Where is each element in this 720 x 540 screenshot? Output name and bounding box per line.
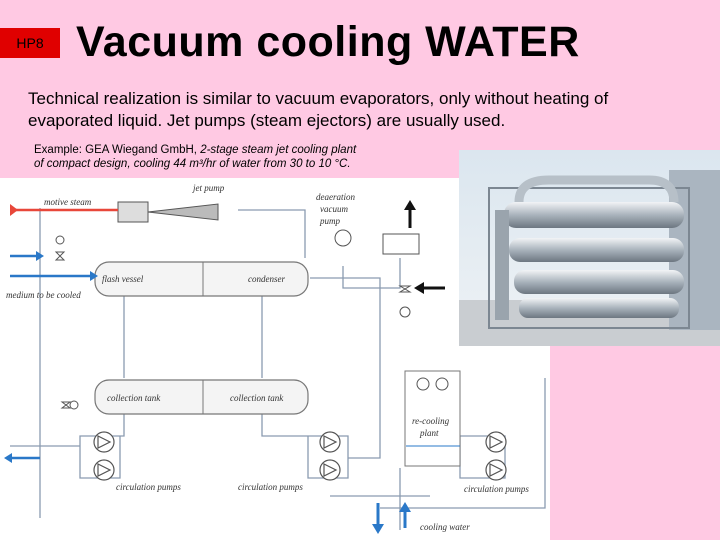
deaeration-label-2: vacuum	[320, 204, 348, 214]
slide-number-badge: HP8	[0, 28, 60, 58]
circulation-pump-group-2	[319, 431, 341, 481]
motive-steam-arrow	[10, 204, 18, 216]
circulation-pumps-label-3: circulation pumps	[464, 484, 529, 494]
jet-pump-body	[117, 201, 149, 223]
valve-symbols	[54, 235, 412, 410]
inlet-arrow-1	[36, 251, 44, 261]
caption-italic-line-2: of compact design, cooling 44 m³/hr of w…	[34, 158, 351, 170]
photo-vessel-3	[514, 270, 684, 294]
vacuum-pump-icon	[334, 229, 352, 247]
cooling-water-label: cooling water	[420, 522, 470, 532]
photo-top-pipe	[514, 175, 679, 203]
collection-tanks-shell	[94, 379, 309, 415]
photo-frame-structure	[488, 187, 690, 329]
plant-photograph	[459, 150, 720, 346]
jet-pump-diffuser	[147, 203, 219, 221]
motive-steam-label: motive steam	[44, 197, 92, 207]
medium-to-be-cooled-label: medium to be cooled	[6, 290, 81, 300]
figure-caption: Example: GEA Wiegand GmbH, 2-stage steam…	[34, 143, 454, 171]
collection-tank-label-2: collection tank	[230, 393, 284, 403]
caption-italic-line-1: 2-stage steam jet cooling plant	[200, 144, 357, 156]
inlet-arrow-2	[90, 271, 98, 281]
recooling-label-1: re-cooling	[412, 416, 450, 426]
circulation-pumps-label-2: circulation pumps	[238, 482, 303, 492]
cooling-water-out-arrow	[399, 502, 411, 512]
photo-vessel-2	[509, 238, 684, 262]
deaeration-label-1: deaeration	[316, 192, 355, 202]
flash-vessel-condenser-shell	[94, 261, 309, 297]
slide-body-text: Technical realization is similar to vacu…	[28, 89, 609, 130]
cooling-water-in-arrow	[372, 524, 384, 534]
circulation-pump-group-3	[485, 431, 507, 481]
photo-vessel-4	[519, 298, 679, 318]
outlet-arrow	[4, 453, 12, 463]
vapor-out-arrow	[404, 200, 416, 210]
flash-vessel-label: flash vessel	[102, 274, 144, 284]
recooling-plant-box	[404, 370, 461, 467]
collection-tank-label-1: collection tank	[107, 393, 161, 403]
recooling-label-2: plant	[419, 428, 439, 438]
caption-prefix: Example: GEA Wiegand GmbH,	[34, 144, 201, 156]
separator-box	[382, 233, 420, 255]
condenser-label: condenser	[248, 274, 285, 284]
slide-title: Vacuum cooling WATER	[76, 18, 580, 66]
circulation-pump-group-1	[93, 431, 115, 481]
process-flow-diagram: flash vessel condenser collection tank c…	[0, 178, 550, 540]
deaeration-label-3: pump	[319, 216, 340, 226]
photo-vessel-1	[504, 202, 684, 228]
vapor-in-arrow	[414, 282, 424, 294]
jet-pump-label: jet pump	[192, 183, 225, 193]
photo-side-column	[495, 210, 509, 320]
circulation-pumps-label-1: circulation pumps	[116, 482, 181, 492]
